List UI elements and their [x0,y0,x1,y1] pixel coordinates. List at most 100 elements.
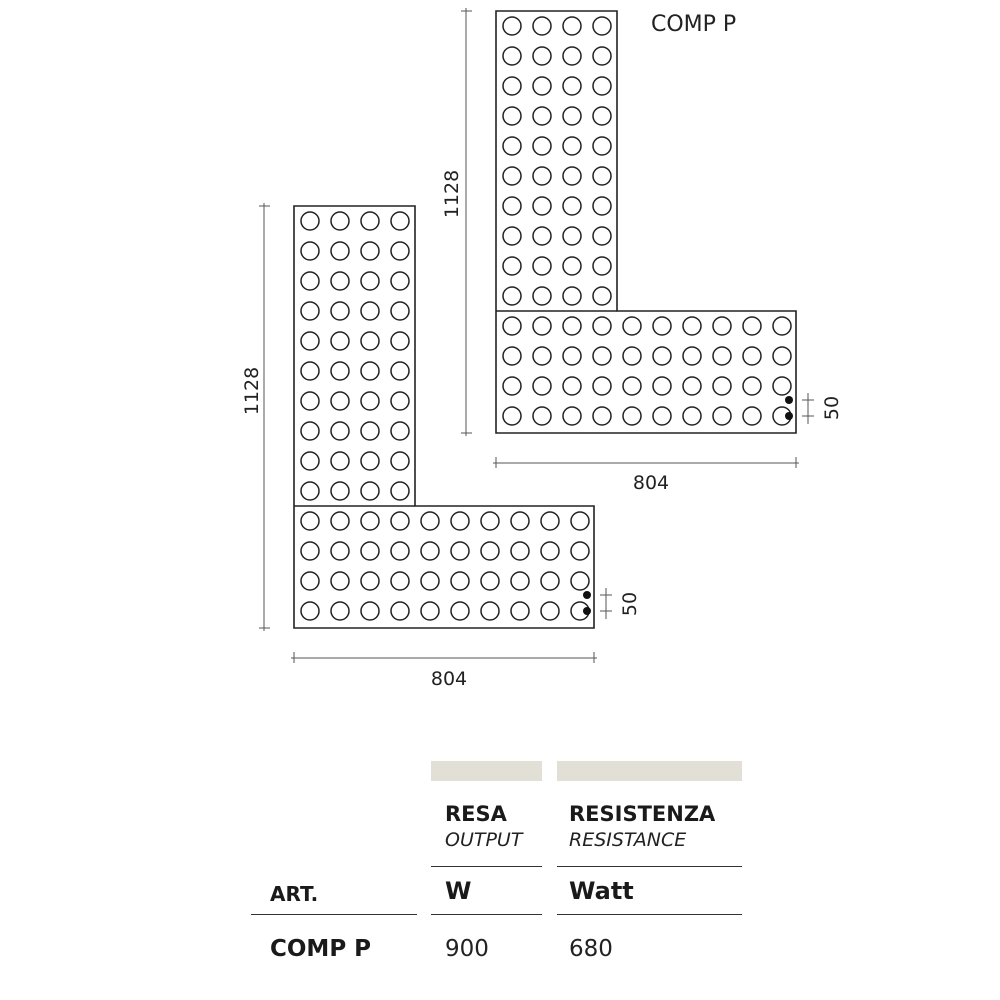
hole [562,46,582,66]
hole [502,166,522,186]
height-dimension-upper: 1128 [441,170,463,218]
hole [562,406,582,426]
hole [772,316,792,336]
hole [390,451,410,471]
hole [502,196,522,216]
hole [532,136,552,156]
unit-rule-art [251,914,417,915]
hole [300,361,320,381]
hole [742,316,762,336]
hole [360,331,380,351]
hole [570,511,590,531]
hole [300,301,320,321]
hole [562,136,582,156]
hole [300,571,320,591]
hole [360,571,380,591]
unit-rule-resistance [557,914,742,915]
connection-point [583,607,591,615]
hole [532,376,552,396]
hole [502,286,522,306]
hole [360,481,380,501]
header-rule-output [431,866,542,867]
output-header-bar [431,761,542,781]
hole [622,406,642,426]
hole [540,571,560,591]
hole [712,316,732,336]
hole [622,346,642,366]
hole [360,301,380,321]
hole [592,136,612,156]
hole [540,601,560,621]
hole [682,346,702,366]
hole [300,481,320,501]
hole [502,136,522,156]
hole [502,256,522,276]
hole [502,76,522,96]
hole [592,46,612,66]
hole [592,196,612,216]
hole [592,376,612,396]
hole [682,376,702,396]
connection-point [583,591,591,599]
hole [532,106,552,126]
hole [652,346,672,366]
hole [562,316,582,336]
hole [360,451,380,471]
hole [360,391,380,411]
hole [330,301,350,321]
hole [510,571,530,591]
hole [360,541,380,561]
radiator-panel-lower [259,203,612,663]
hole [330,541,350,561]
hole [420,571,440,591]
hole [480,601,500,621]
hole [360,271,380,291]
hole [502,346,522,366]
hole [532,166,552,186]
hole [390,421,410,441]
hole [682,406,702,426]
hole [390,331,410,351]
hole [390,271,410,291]
resistance-label-en: RESISTANCE [569,829,687,851]
hole [622,376,642,396]
panel-outline [495,10,797,434]
hole [502,46,522,66]
hole [592,106,612,126]
panel-outline [293,205,595,629]
pitch-dimension-lower: 50 [619,592,641,616]
hole [592,16,612,36]
hole [570,571,590,591]
hole [562,16,582,36]
hole [592,286,612,306]
hole [712,406,732,426]
hole [480,511,500,531]
hole [532,346,552,366]
hole [742,346,762,366]
hole [510,511,530,531]
hole [450,541,470,561]
hole [330,211,350,231]
hole [300,391,320,411]
hole [330,331,350,351]
hole [390,301,410,321]
hole [330,481,350,501]
hole [390,241,410,261]
hole [562,376,582,396]
hole [502,16,522,36]
hole [360,511,380,531]
hole [360,361,380,381]
hole [502,406,522,426]
hole [592,256,612,276]
hole [330,511,350,531]
hole [652,316,672,336]
hole [502,106,522,126]
hole [330,361,350,381]
connection-point [785,412,793,420]
hole [532,46,552,66]
hole [420,511,440,531]
hole [502,226,522,246]
unit-rule-output [431,914,542,915]
hole [300,451,320,471]
hole [682,316,702,336]
